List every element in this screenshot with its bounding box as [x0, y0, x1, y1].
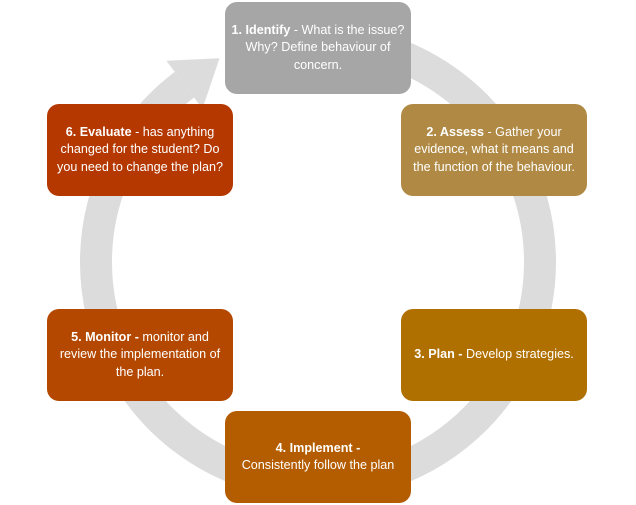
step-text: has anything changed for the student? Do…	[57, 124, 223, 174]
step-title: 5. Monitor -	[71, 329, 139, 344]
step-monitor: 5. Monitor - monitor and review the impl…	[47, 309, 233, 401]
step-title: 1. Identify	[231, 22, 291, 37]
step-identify: 1. Identify - What is the issue? Why? De…	[225, 2, 411, 94]
step-title: 6. Evaluate	[65, 124, 132, 139]
step-plan: 3. Plan - Develop strategies.	[401, 309, 587, 401]
step-text: What is the issue? Why? Define behaviour…	[245, 22, 405, 72]
step-assess: 2. Assess - Gather your evidence, what i…	[401, 104, 587, 196]
step-title: 3. Plan -	[414, 347, 463, 362]
step-text: monitor and review the implementation of…	[59, 329, 221, 379]
step-title: 4. Implement -	[275, 440, 361, 455]
step-text: Gather your evidence, what it means and …	[413, 124, 575, 174]
step-evaluate: 6. Evaluate - has anything changed for t…	[47, 104, 233, 196]
step-text: Develop strategies.	[465, 347, 574, 362]
step-implement: 4. Implement - Consistently follow the pl…	[225, 411, 411, 503]
step-title: 2. Assess	[426, 124, 484, 139]
step-text: Consistently follow the plan	[241, 458, 395, 472]
cycle-arrowhead-icon	[166, 58, 220, 109]
